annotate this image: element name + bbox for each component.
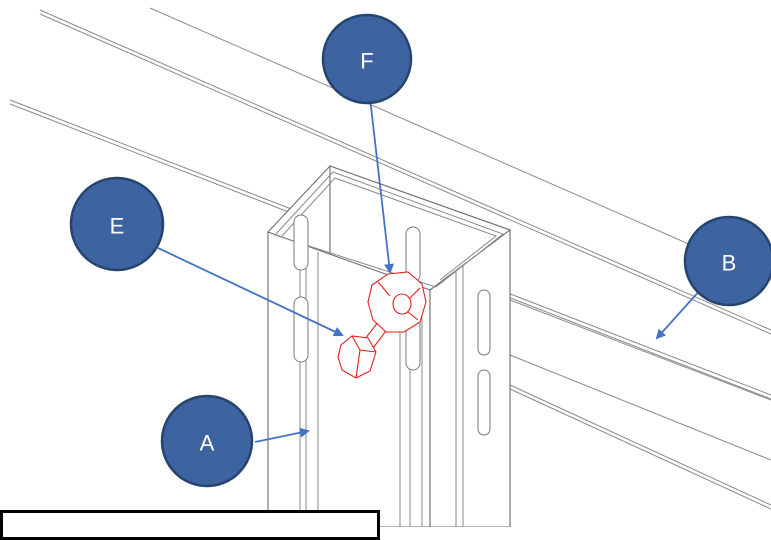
callout-a-label: A xyxy=(200,431,215,456)
callout-b: B xyxy=(683,215,771,307)
assembly-diagram: A B E F xyxy=(0,7,771,540)
arrow-a xyxy=(254,427,310,443)
callout-e: E xyxy=(69,176,165,272)
diagram-canvas: A B E F xyxy=(9,7,771,527)
callout-f: F xyxy=(321,13,413,105)
arrow-e xyxy=(157,247,344,337)
callout-arrows xyxy=(157,97,703,443)
callout-f-label: F xyxy=(360,49,373,74)
arrow-f xyxy=(369,97,395,274)
arrow-b xyxy=(655,287,703,340)
bolt-and-washer xyxy=(337,271,427,379)
note-box xyxy=(0,510,380,540)
callout-e-label: E xyxy=(110,214,125,239)
callout-a: A xyxy=(160,394,254,488)
callout-b-label: B xyxy=(722,251,737,276)
